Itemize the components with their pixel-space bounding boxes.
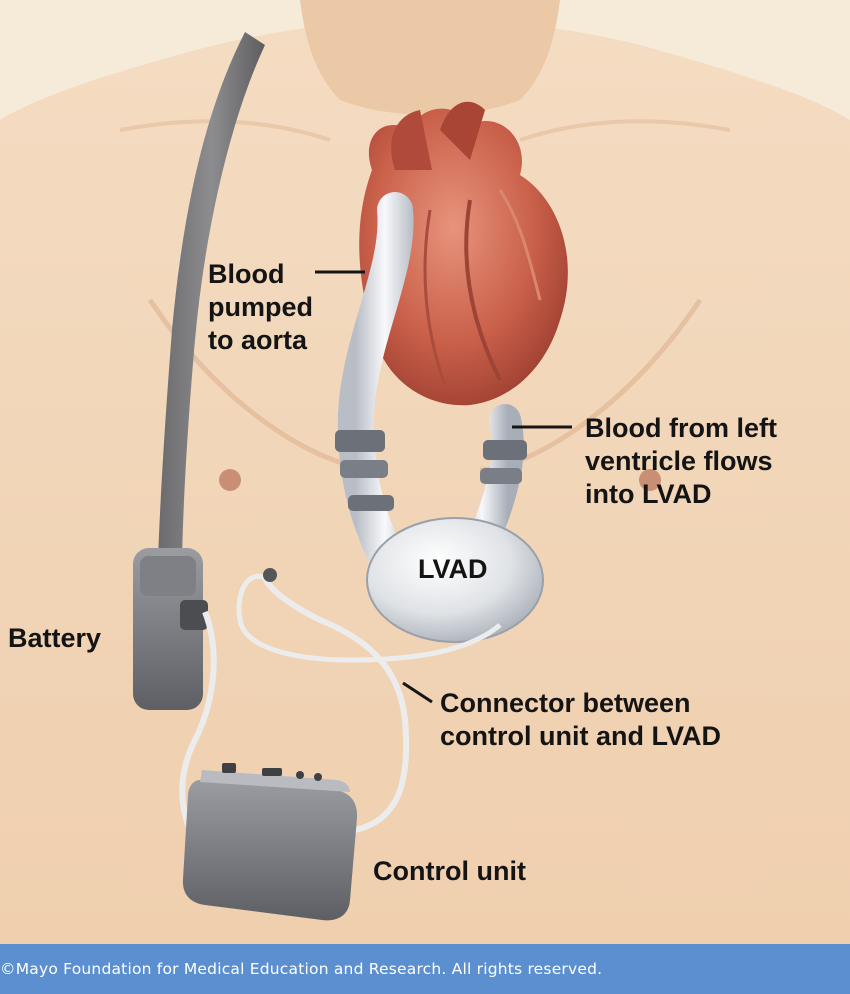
aorta-label: Blood pumped to aorta (208, 258, 313, 357)
ventricle-label-line-3: into LVAD (585, 478, 777, 511)
connector-label-line-1: Connector between (440, 687, 721, 720)
ventricle-label: Blood from left ventricle flows into LVA… (585, 412, 777, 511)
lvad-label: LVAD (418, 553, 488, 586)
ventricle-label-line-2: ventricle flows (585, 445, 777, 478)
aorta-label-line-1: Blood (208, 258, 313, 291)
battery-pack (133, 548, 208, 710)
ventricle-label-line-1: Blood from left (585, 412, 777, 445)
skin-exit-site (263, 568, 277, 582)
aorta-label-line-2: pumped (208, 291, 313, 324)
connector-label: Connector between control unit and LVAD (440, 687, 721, 753)
battery-label: Battery (8, 622, 101, 655)
neck (300, 0, 560, 115)
copyright-footer: ©Mayo Foundation for Medical Education a… (0, 944, 850, 994)
aorta-label-line-3: to aorta (208, 324, 313, 357)
left-nipple (219, 469, 241, 491)
connector-label-line-2: control unit and LVAD (440, 720, 721, 753)
control-unit (183, 763, 357, 920)
control-unit-label: Control unit (373, 855, 526, 888)
copyright-text: ©Mayo Foundation for Medical Education a… (0, 960, 850, 978)
